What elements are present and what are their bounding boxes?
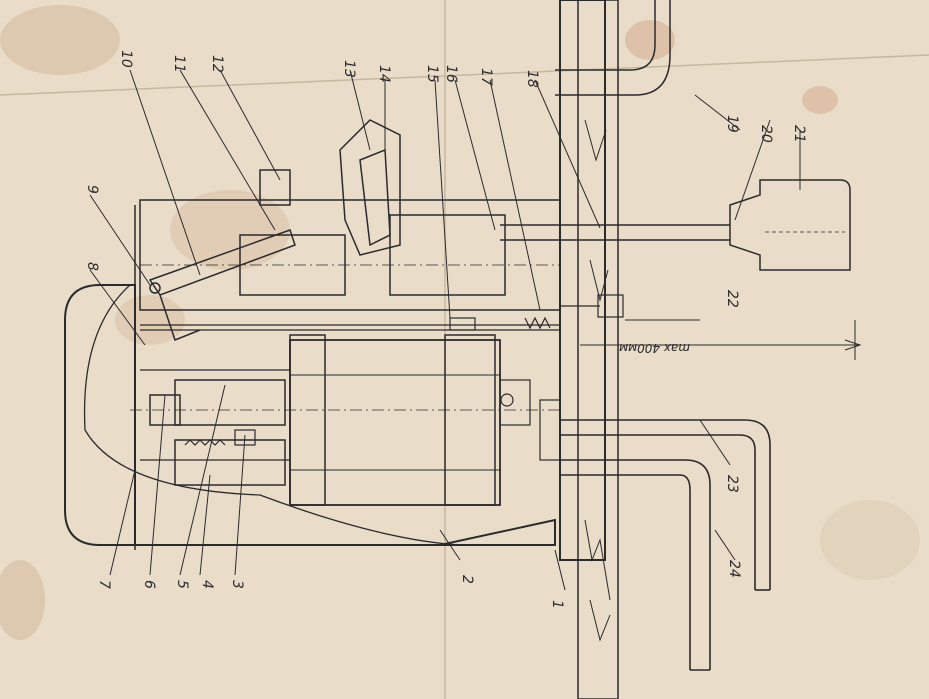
callout-10: 10 <box>118 50 134 68</box>
callout-1: 1 <box>549 600 565 609</box>
motor-assembly <box>130 334 560 506</box>
callout-20: 20 <box>758 125 774 143</box>
callout-11: 11 <box>171 55 187 73</box>
callout-5: 5 <box>174 580 190 589</box>
callout-21: 21 <box>791 125 807 143</box>
callout-3: 3 <box>229 580 245 589</box>
pipe-24 <box>560 459 711 670</box>
callout-9: 9 <box>84 185 100 194</box>
callout-7: 7 <box>96 580 112 589</box>
dimension-line: max 400мм <box>580 320 862 360</box>
callout-22: 22 <box>724 290 740 308</box>
callout-17: 17 <box>478 68 494 86</box>
callout-labels: 1 2 3 4 5 6 7 8 9 10 11 12 13 14 15 16 1… <box>84 50 807 609</box>
outer-housing <box>64 284 556 546</box>
callout-14: 14 <box>376 65 392 83</box>
callout-18: 18 <box>524 70 540 88</box>
nozzle <box>339 119 401 256</box>
callout-24: 24 <box>726 560 742 578</box>
callout-8: 8 <box>84 262 100 271</box>
callout-15: 15 <box>424 65 440 83</box>
dimension-label: max 400мм <box>619 341 690 355</box>
paper-stains <box>0 5 920 640</box>
leader-lines <box>89 69 801 591</box>
pipe-23 <box>560 419 771 590</box>
callout-16: 16 <box>443 65 459 83</box>
callout-4: 4 <box>199 580 215 589</box>
callout-2: 2 <box>459 575 475 584</box>
callout-19: 19 <box>724 115 740 133</box>
callout-23: 23 <box>724 475 740 493</box>
callout-12: 12 <box>209 55 225 73</box>
pipe-19 <box>555 0 671 96</box>
lever <box>148 229 296 296</box>
bottle <box>729 179 851 271</box>
callout-13: 13 <box>341 60 357 78</box>
upper-cabinet <box>139 199 561 311</box>
wooden-wall <box>559 0 619 699</box>
callout-6: 6 <box>141 580 157 589</box>
